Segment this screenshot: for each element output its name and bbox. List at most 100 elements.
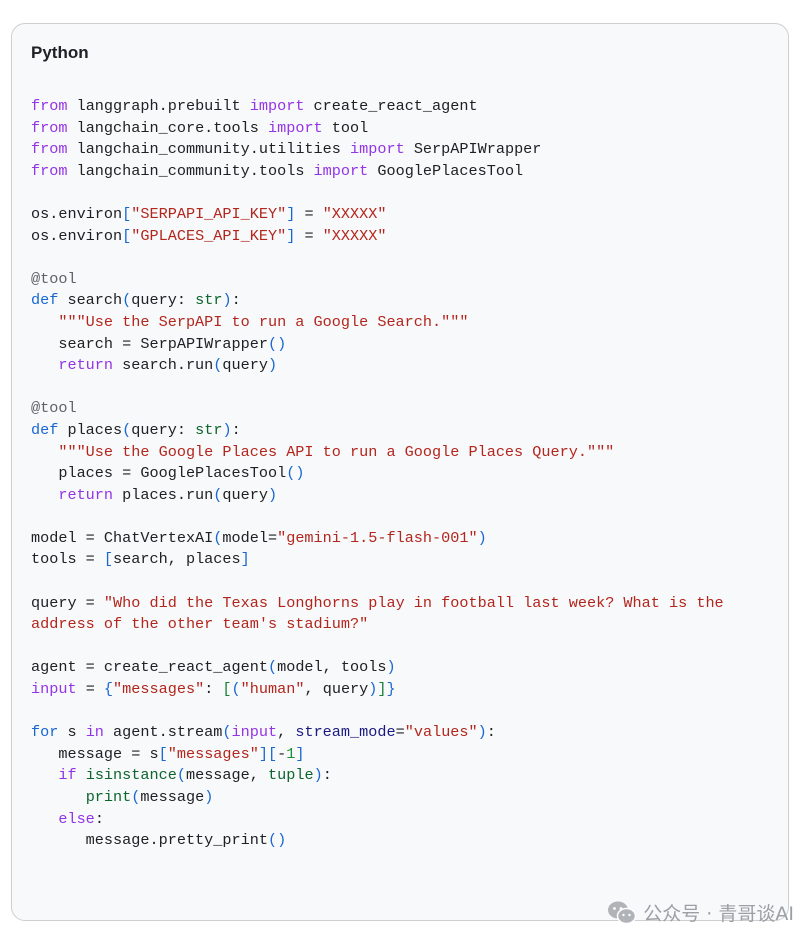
wechat-icon <box>608 901 637 924</box>
code-token: return <box>58 356 114 375</box>
code-line: def places(query: str): <box>31 420 724 442</box>
code-token: def <box>31 420 59 439</box>
code-line <box>31 247 724 269</box>
code-token: "XXXXX" <box>322 204 387 223</box>
code-token: in <box>85 723 104 742</box>
code-token: search.run <box>113 356 214 375</box>
code-token: stream_mode <box>295 723 396 742</box>
code-token: ) <box>477 528 487 547</box>
code-token: places.run <box>113 485 214 504</box>
code-content[interactable]: from langgraph.prebuilt import create_re… <box>31 96 724 852</box>
code-token: message.pretty_print <box>31 831 268 850</box>
code-token: os.environ <box>31 204 123 223</box>
code-token: create_react_agent <box>304 97 478 115</box>
code-line <box>31 636 724 658</box>
code-token: query <box>131 291 177 310</box>
code-token <box>31 788 86 806</box>
code-line: query = "Who did the Texas Longhorns pla… <box>31 593 724 615</box>
code-token: ) <box>222 291 232 310</box>
code-token: model= <box>222 528 278 547</box>
code-token <box>31 443 58 461</box>
code-token: query <box>222 485 268 504</box>
code-token: "messages" <box>113 680 205 699</box>
code-token: "XXXXX" <box>322 226 387 245</box>
code-line: def search(query: str): <box>31 290 724 312</box>
code-line: from langchain_community.utilities impor… <box>31 139 724 161</box>
code-line: from langchain_community.tools import Go… <box>31 161 724 183</box>
code-token: query = <box>31 593 104 612</box>
code-line: search = SerpAPIWrapper() <box>31 334 724 356</box>
code-token: ( <box>213 528 223 547</box>
code-token: import <box>267 118 323 137</box>
code-line: for s in agent.stream(input, stream_mode… <box>31 722 724 744</box>
code-line: address of the other team's stadium?" <box>31 614 724 636</box>
code-token: : <box>231 291 241 310</box>
watermark: 公众号 · 青哥谈AI <box>607 899 794 926</box>
code-line: @tool <box>31 269 724 291</box>
code-token: if <box>58 766 77 785</box>
code-token: message, <box>185 766 268 785</box>
code-token <box>31 356 58 374</box>
code-token: "SERPAPI_API_KEY" <box>131 204 287 223</box>
code-token: s <box>58 723 86 742</box>
code-token: ( <box>231 680 241 699</box>
code-token: return <box>58 485 114 504</box>
code-line <box>31 701 724 723</box>
code-token: langgraph.prebuilt <box>67 97 250 115</box>
code-token: ) <box>386 658 396 677</box>
code-token: = <box>395 723 405 742</box>
code-line: from langchain_core.tools import tool <box>31 118 724 140</box>
code-line <box>31 506 724 528</box>
code-token: "GPLACES_API_KEY" <box>131 226 287 245</box>
code-token: ( <box>267 658 278 677</box>
code-token: ) <box>368 680 378 699</box>
code-token: : <box>176 420 196 439</box>
code-token: search, places <box>113 550 241 569</box>
code-token: address of the other team's stadium?" <box>31 615 369 634</box>
code-token: print <box>85 788 132 806</box>
code-line: message = s["messages"][-1] <box>31 744 724 766</box>
code-token: query <box>222 356 268 375</box>
code-token: GooglePlacesTool <box>368 161 524 180</box>
code-token: ) <box>268 356 278 375</box>
code-token: "messages" <box>167 744 259 763</box>
code-token: places = GooglePlacesTool <box>31 464 287 483</box>
code-line: agent = create_react_agent(model, tools) <box>31 657 724 679</box>
code-token: "gemini-1.5-flash-001" <box>277 528 478 547</box>
code-token: ( <box>176 766 186 785</box>
code-line: @tool <box>31 398 724 420</box>
code-token: input <box>31 680 77 699</box>
code-token <box>77 766 86 784</box>
code-token: () <box>286 464 305 483</box>
code-token: ] <box>286 226 296 245</box>
code-token: ) <box>268 485 278 504</box>
code-token: - <box>277 744 287 763</box>
code-token: from <box>31 118 68 137</box>
code-token: } <box>386 680 396 699</box>
code-token: [ <box>222 680 232 699</box>
code-token: [ <box>122 204 132 223</box>
code-token: : <box>231 420 241 439</box>
code-token: @tool <box>31 399 77 418</box>
code-token: """Use the SerpAPI to run a Google Searc… <box>58 312 469 331</box>
code-token: ( <box>213 485 223 504</box>
code-token: ( <box>222 723 232 742</box>
code-token: os.environ <box>31 226 123 245</box>
code-token: def <box>31 291 59 310</box>
code-block-card: Python from langgraph.prebuilt import cr… <box>11 23 789 921</box>
code-token: agent = create_react_agent <box>31 658 268 677</box>
code-token: ) <box>204 788 214 806</box>
code-token: search = SerpAPIWrapper <box>31 334 268 353</box>
code-token: ] <box>377 680 387 699</box>
code-token: ][ <box>258 744 278 763</box>
code-token: message <box>140 788 205 806</box>
code-token: langchain_community.tools <box>67 161 314 180</box>
code-token: : <box>486 723 496 742</box>
code-token: 1 <box>286 744 296 763</box>
code-token: ] <box>286 204 296 223</box>
code-line: places = GooglePlacesTool() <box>31 463 724 485</box>
code-line: if isinstance(message, tuple): <box>31 765 724 787</box>
code-token: import <box>249 97 305 115</box>
code-token <box>31 486 58 504</box>
code-token: { <box>103 680 114 699</box>
